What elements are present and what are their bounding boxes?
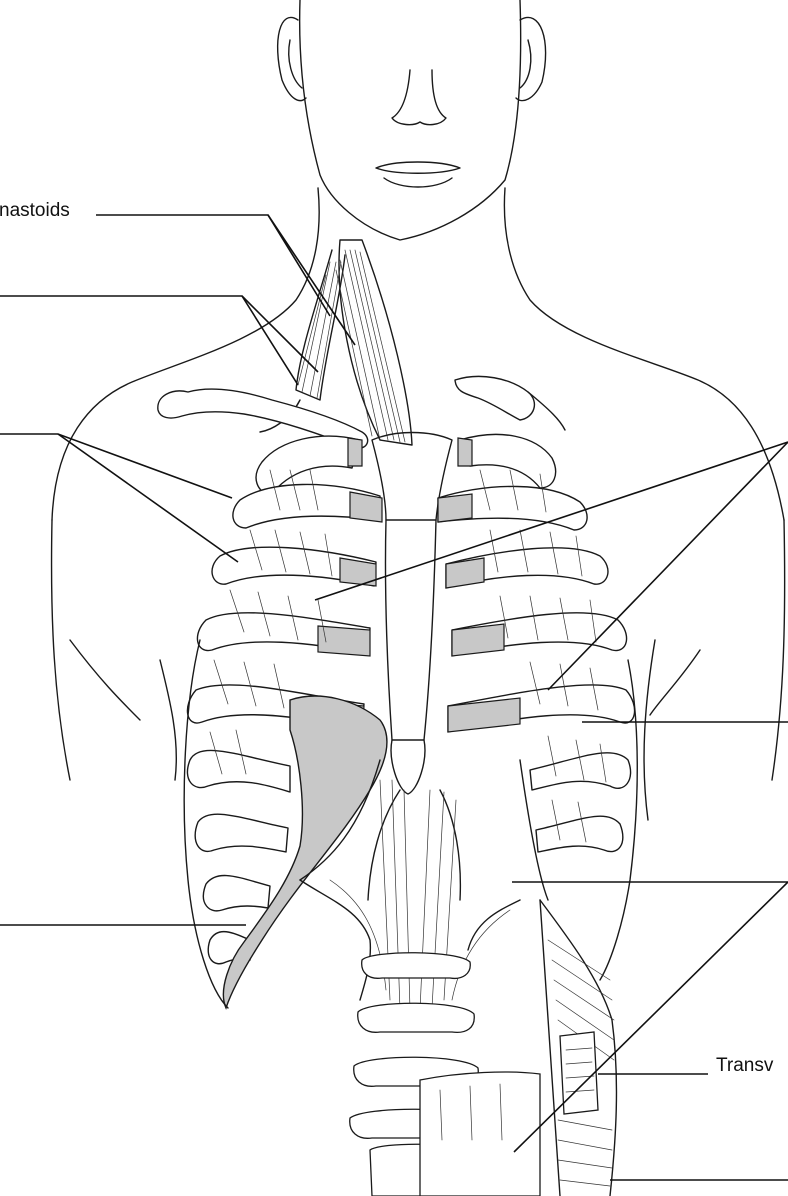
left-rib-cage	[184, 436, 387, 1008]
abdominal-wall	[420, 900, 616, 1196]
sternocleidomastoids-label: nastoids	[0, 200, 73, 222]
transversus-label: Transv	[713, 1055, 776, 1077]
head	[278, 0, 546, 240]
right-rib-cage	[438, 434, 637, 980]
neck-shoulders	[52, 188, 785, 820]
